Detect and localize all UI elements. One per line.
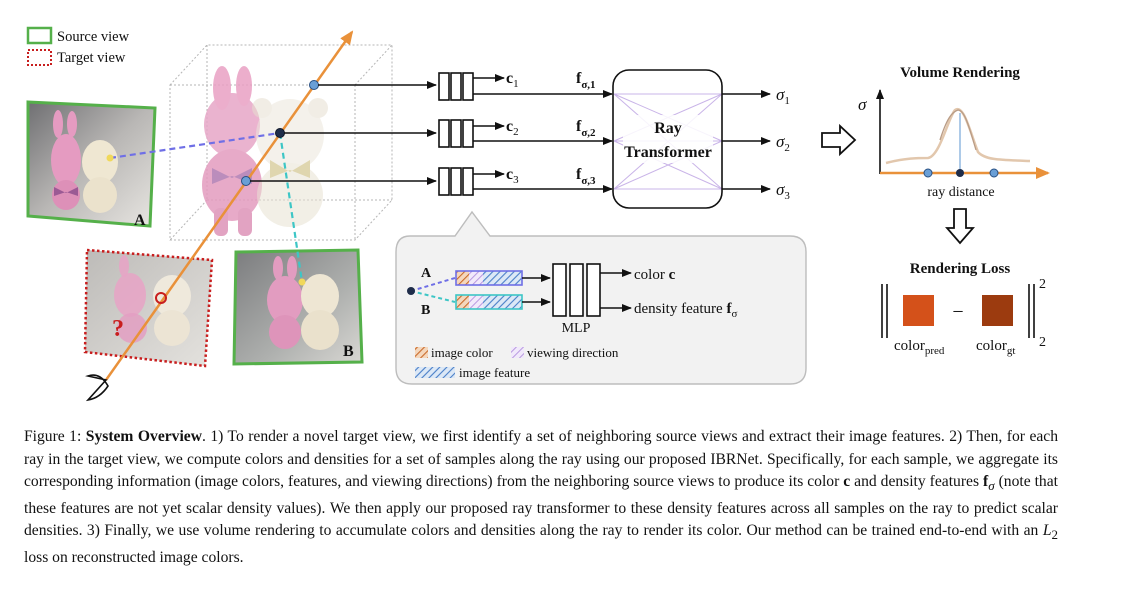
plot-sample-3 (989, 168, 999, 178)
inset-mlp-label: MLP (562, 321, 591, 336)
color-output-row-3: c3 (506, 166, 519, 186)
legend-image-feature-label: image feature (459, 365, 530, 380)
camera-ray (104, 30, 354, 381)
inset-density-output: density feature fσ (634, 301, 737, 320)
sigma-output-1: σ1 (776, 85, 790, 107)
source-view-a-label: A (134, 212, 146, 229)
ray-transformer-block: Ray Transformer (612, 69, 723, 209)
volume-rendering-title: Volume Rendering (900, 65, 1020, 81)
loss-superscript: 2 (1039, 277, 1046, 292)
system-overview-figure: Source view Target view (26, 26, 1050, 402)
target-view-legend-label: Target view (57, 50, 126, 66)
target-view-unknown-mark: ? (112, 316, 124, 342)
sample-rows (250, 81, 437, 185)
source-view-a: A (26, 100, 157, 229)
plot-sample-2 (956, 169, 964, 177)
projected-point-a (106, 154, 114, 162)
source-view-legend-swatch (26, 26, 53, 45)
ray-sample-point-3 (241, 176, 251, 186)
caption-symbol-l: L (1042, 522, 1052, 540)
camera-eye-icon (85, 374, 109, 402)
legend-image-feature-swatch (415, 367, 455, 378)
legend-image-color-swatch (415, 347, 428, 358)
color-output-row-2: c2 (506, 118, 519, 138)
caption-symbol-f-sub: σ (988, 478, 995, 494)
volume-rendering-plot: Volume Rendering σ ray distance (858, 65, 1050, 200)
inset-label-a: A (421, 266, 432, 281)
loss-minus-sign: − (952, 301, 963, 323)
predicted-color-label: colorpred (894, 338, 945, 357)
projection-to-source-b (278, 132, 304, 283)
legend-viewing-direction-swatch (511, 347, 524, 358)
inset-sample-point (407, 287, 415, 295)
ground-truth-color-label: colorgt (976, 338, 1015, 357)
caption-prefix: Figure 1: (24, 428, 86, 445)
figure-caption: Figure 1: System Overview. 1) To render … (24, 426, 1058, 570)
ray-sample-point-2 (275, 128, 285, 138)
volume-rendering-x-label: ray distance (927, 185, 994, 200)
legend: Source view Target view (26, 26, 130, 66)
caption-title: System Overview (85, 428, 202, 445)
source-view-legend-label: Source view (57, 29, 130, 45)
density-feature-row-2: fσ,2 (576, 118, 596, 139)
caption-body-4: loss on reconstructed image colors. (24, 549, 244, 567)
caption-body-1: . 1) To render a novel target view, we f… (24, 428, 1059, 491)
hollow-down-arrow-icon (945, 208, 975, 245)
density-curve (885, 108, 1031, 165)
volume-rendering-y-symbol: σ (858, 95, 867, 114)
density-feature-row-1: fσ,1 (576, 70, 596, 91)
loss-subscript: 2 (1039, 335, 1046, 350)
ground-truth-color-swatch (982, 295, 1013, 326)
predicted-color-swatch (903, 295, 934, 326)
rendering-loss: Rendering Loss − 2 2 colorpred colorgt (881, 261, 1046, 357)
projection-to-source-a (109, 131, 281, 160)
legend-image-color-label: image color (431, 345, 493, 360)
ray-sample-point-1 (309, 80, 319, 90)
legend-viewing-direction-label: viewing direction (527, 345, 619, 360)
caption-body-2: and density features (850, 473, 983, 491)
caption-body-3: (note that these features are not yet sc… (24, 473, 1058, 540)
sigma-output-2: σ2 (776, 132, 790, 154)
caption-symbol-c: c (843, 473, 851, 491)
caption-symbol-l-sub: 2 (1051, 527, 1059, 543)
mlp-block-row-2 (438, 119, 474, 148)
sigma-output-3: σ3 (776, 180, 790, 202)
inset-color-output: color c (634, 267, 676, 283)
ray-transformer-label-2: Transformer (624, 144, 712, 161)
plot-sample-1 (923, 168, 933, 178)
pink-toy-illustration (202, 66, 262, 236)
target-view: ? (83, 248, 214, 368)
color-output-row-1: c1 (506, 70, 519, 90)
rendering-loss-title: Rendering Loss (910, 261, 1011, 277)
ray-transformer-label-1: Ray (654, 120, 682, 137)
hollow-right-arrow-icon (821, 123, 857, 157)
inset-label-b: B (421, 303, 430, 318)
target-view-legend-swatch (27, 49, 52, 66)
mlp-block-row-3 (438, 167, 474, 196)
source-view-b: B (232, 248, 364, 366)
inset-mlp-block (552, 263, 601, 317)
density-feature-row-3: fσ,3 (576, 166, 596, 187)
target-pixel-marker (155, 292, 167, 304)
mlp-detail-inset: A B MLP color c density feature fσ image… (395, 210, 807, 385)
scene-volume (169, 44, 393, 241)
caption-symbol-f: f (982, 473, 989, 491)
mlp-block-row-1 (438, 72, 474, 101)
projected-point-b (298, 278, 306, 286)
source-view-b-label: B (343, 343, 354, 360)
